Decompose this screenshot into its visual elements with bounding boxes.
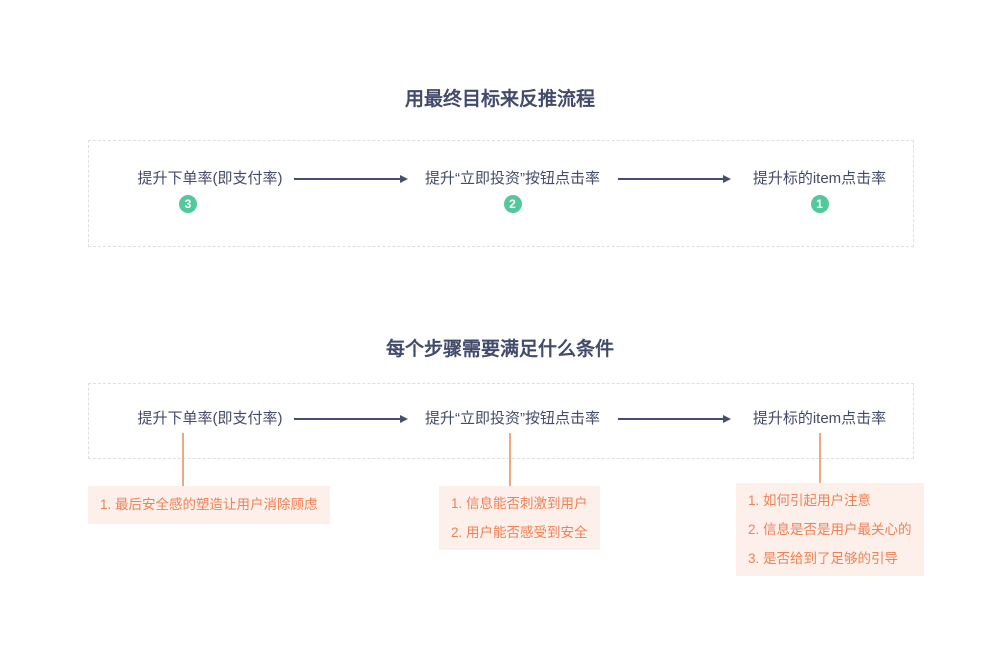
goal-step-item-click: 提升标的item点击率 1 bbox=[741, 170, 898, 213]
callout-item: 1. 如何引起用户注意 bbox=[748, 493, 872, 508]
arrow-right-icon bbox=[618, 175, 731, 182]
step-order-badge: 3 bbox=[179, 195, 197, 213]
section-goal-title: 用最终目标来反推流程 bbox=[404, 89, 595, 110]
step-order-badge: 1 bbox=[810, 195, 829, 213]
goal-step-order-rate: 提升下单率(即支付率) 3 bbox=[134, 170, 286, 213]
conditions-flow-box: 提升下单率(即支付率) 提升“立即投资”按钮点击率 提升标的item点击率 bbox=[88, 383, 914, 459]
connector-line bbox=[509, 433, 511, 486]
conditions-step-invest-button: 提升“立即投资”按钮点击率 bbox=[416, 410, 609, 428]
arrow-right-icon bbox=[294, 175, 408, 182]
callout-item-click-conditions: 1. 如何引起用户注意 2. 信息是否是用户最关心的 3. 是否给到了足够的引导 bbox=[736, 483, 924, 576]
arrow-right-icon bbox=[618, 415, 731, 422]
callout-item: 1. 信息能否刺激到用户 bbox=[451, 496, 588, 511]
connector-line bbox=[819, 433, 821, 483]
step-label: 提升标的item点击率 bbox=[752, 410, 887, 427]
step-order-badge: 2 bbox=[503, 195, 522, 213]
callout-item: 2. 信息是否是用户最关心的 bbox=[748, 522, 912, 537]
section-conditions-title: 每个步骤需要满足什么条件 bbox=[385, 339, 614, 360]
callout-item: 3. 是否给到了足够的引导 bbox=[748, 551, 899, 566]
callout-item: 1. 最后安全感的塑造让用户消除顾虑 bbox=[100, 497, 318, 512]
callout-item: 2. 用户能否感受到安全 bbox=[451, 525, 588, 540]
callout-invest-button-conditions: 1. 信息能否刺激到用户 2. 用户能否感受到安全 bbox=[439, 486, 600, 550]
step-label: 提升下单率(即支付率) bbox=[137, 410, 283, 427]
step-label: 提升下单率(即支付率) bbox=[137, 170, 283, 187]
goal-step-invest-button: 提升“立即投资”按钮点击率 2 bbox=[416, 170, 609, 213]
conditions-step-order-rate: 提升下单率(即支付率) bbox=[134, 410, 286, 428]
arrow-right-icon bbox=[294, 415, 408, 422]
conditions-step-item-click: 提升标的item点击率 bbox=[741, 410, 898, 428]
step-label: 提升标的item点击率 bbox=[752, 170, 887, 187]
step-label: 提升“立即投资”按钮点击率 bbox=[425, 170, 600, 187]
connector-line bbox=[182, 433, 184, 486]
step-label: 提升“立即投资”按钮点击率 bbox=[425, 410, 600, 427]
callout-order-rate-conditions: 1. 最后安全感的塑造让用户消除顾虑 bbox=[88, 486, 330, 524]
goal-flow-box: 提升下单率(即支付率) 3 提升“立即投资”按钮点击率 2 提升标的item点击… bbox=[88, 140, 914, 247]
